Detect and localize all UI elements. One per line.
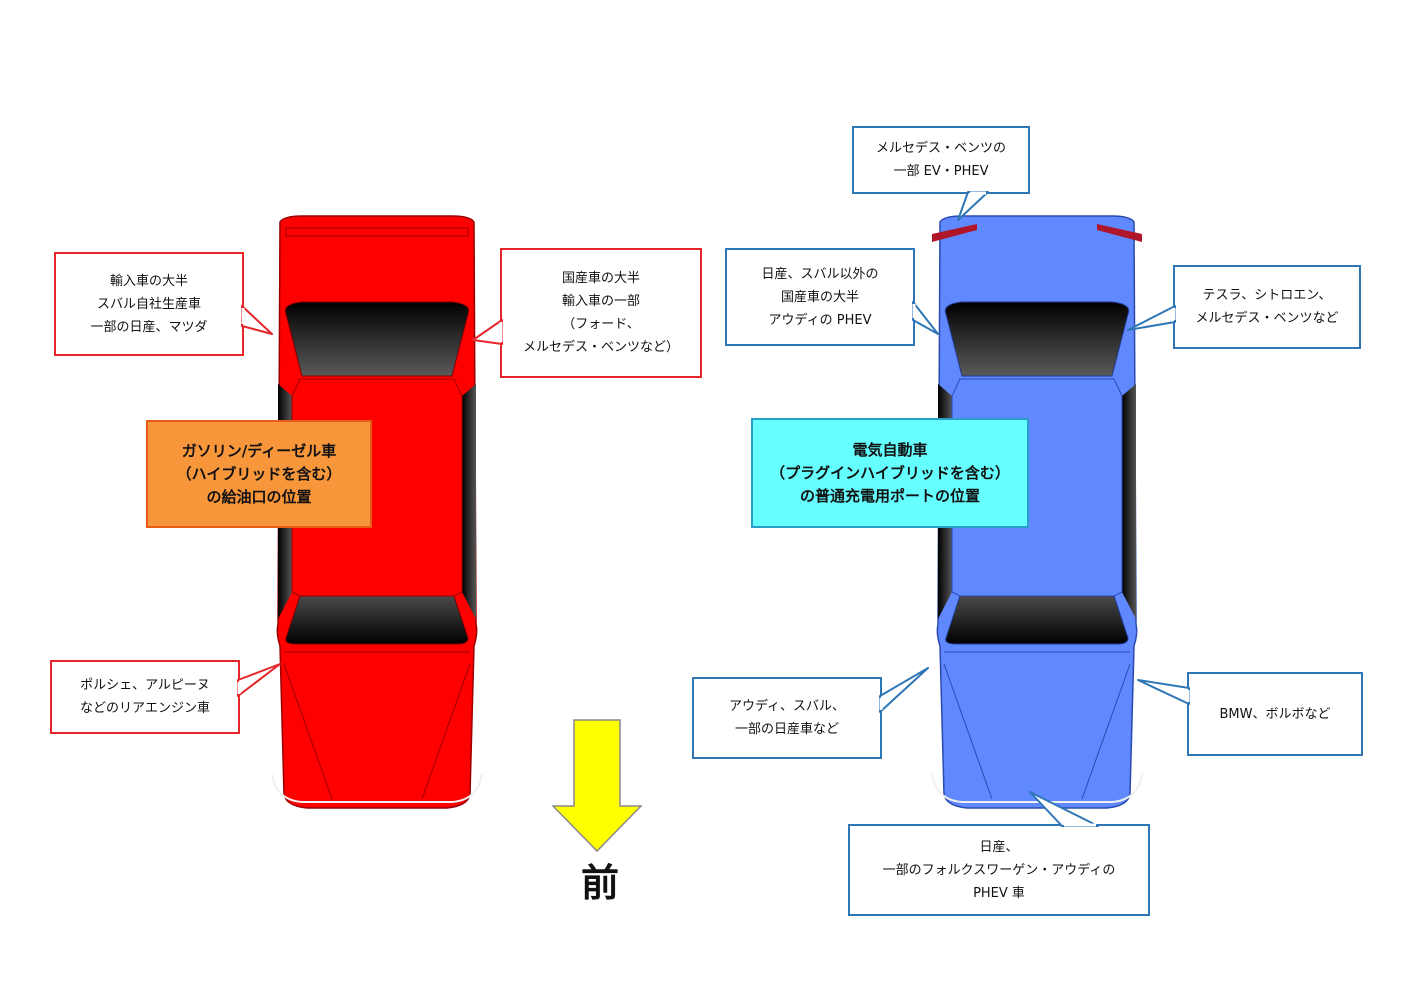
ev-callout-rear-bumper: メルセデス・ベンツの 一部 EV・PHEV xyxy=(852,126,1030,194)
callout-line: 日産、スバル以外の xyxy=(761,266,879,282)
callout-line: アウディ、スバル、 xyxy=(728,699,846,714)
callout-line: 一部 EV・PHEV xyxy=(893,164,989,179)
callout-line: アウディの PHEV xyxy=(768,312,872,328)
ev-callout-rear-left: 日産、スバル以外の 国産車の大半 アウディの PHEV xyxy=(725,248,915,346)
ev-car xyxy=(931,215,1143,809)
ev-front-window xyxy=(945,595,1129,645)
ev-hood-lines xyxy=(943,651,1131,800)
ev-callout-front-center: 日産、 一部のフォルクスワーゲン・アウディの PHEV 車 xyxy=(848,824,1150,916)
callout-line: メルセデス・ベンツなど） xyxy=(522,340,679,355)
gas-front-bumper-chrome xyxy=(271,773,483,803)
callout-line: PHEV 車 xyxy=(973,885,1025,901)
front-label: 前 xyxy=(580,860,619,905)
callout-line: 国産車の大半 xyxy=(561,271,640,286)
gas-rear-window xyxy=(284,301,470,377)
ev-label-line-2: （プラグインハイブリッドを含む） xyxy=(770,463,1010,482)
callout-line: メルセデス・ベンツの xyxy=(875,141,1006,156)
callout-line: 国産車の大半 xyxy=(780,289,859,305)
gas-front-window xyxy=(285,595,469,645)
ev-rear-window xyxy=(944,301,1130,377)
callout-line: スバル自社生産車 xyxy=(96,296,201,312)
down-arrow-icon xyxy=(551,719,643,853)
ev-rear-left-taillight xyxy=(932,224,977,242)
ev-label-line-3: の普通充電用ポートの位置 xyxy=(799,486,980,505)
gas-label-line-2: （ハイブリッドを含む） xyxy=(176,464,342,483)
callout-line: 輸入車の一部 xyxy=(561,294,640,309)
gas-right-side-window xyxy=(462,384,476,619)
ev-right-side-window xyxy=(1122,384,1136,619)
callout-tail xyxy=(879,667,929,713)
gas-callout-rear-left: 輸入車の大半 スバル自社生産車 一部の日産、マツダ xyxy=(54,252,244,356)
ev-rear-right-taillight xyxy=(1097,224,1142,242)
ev-callout-rear-right: テスラ、シトロエン、 メルセデス・ベンツなど xyxy=(1173,265,1361,349)
callout-line: メルセデス・ベンツなど xyxy=(1195,311,1339,326)
callout-line: 輸入車の大半 xyxy=(109,273,188,289)
callout-line: 日産、 xyxy=(979,839,1019,855)
callout-line: BMW、ボルボなど xyxy=(1219,706,1331,722)
gas-refuel-label: ガソリン/ディーゼル車 （ハイブリッドを含む） の給油口の位置 xyxy=(146,420,372,528)
ev-callout-front-left: アウディ、スバル、 一部の日産車など xyxy=(692,677,882,759)
callout-line: 一部のフォルクスワーゲン・アウディの xyxy=(882,862,1116,878)
gas-callout-rear-right: 国産車の大半 輸入車の一部 （フォード、 メルセデス・ベンツなど） xyxy=(500,248,702,378)
gas-label-line-3: の給油口の位置 xyxy=(206,487,312,506)
callout-line: （フォード、 xyxy=(562,317,640,332)
ev-callout-front-right: BMW、ボルボなど xyxy=(1187,672,1363,756)
callout-line: ポルシェ、アルピーヌ xyxy=(80,678,210,693)
callout-line: 一部の日産、マツダ xyxy=(90,319,208,335)
gas-hood-lines xyxy=(283,651,471,800)
gas-car xyxy=(271,215,483,809)
callout-line: 一部の日産車など xyxy=(734,722,839,737)
ev-label-line-1: 電気自動車 xyxy=(852,440,928,459)
callout-line: などのリアエンジン車 xyxy=(79,701,210,716)
callout-line: テスラ、シトロエン、 xyxy=(1202,288,1332,303)
gas-label-line-1: ガソリン/ディーゼル車 xyxy=(181,441,337,460)
ev-charge-port-label: 電気自動車 （プラグインハイブリッドを含む） の普通充電用ポートの位置 xyxy=(751,418,1029,528)
gas-callout-front-left: ポルシェ、アルピーヌ などのリアエンジン車 xyxy=(50,660,240,734)
gas-rear-spoiler xyxy=(285,227,469,237)
